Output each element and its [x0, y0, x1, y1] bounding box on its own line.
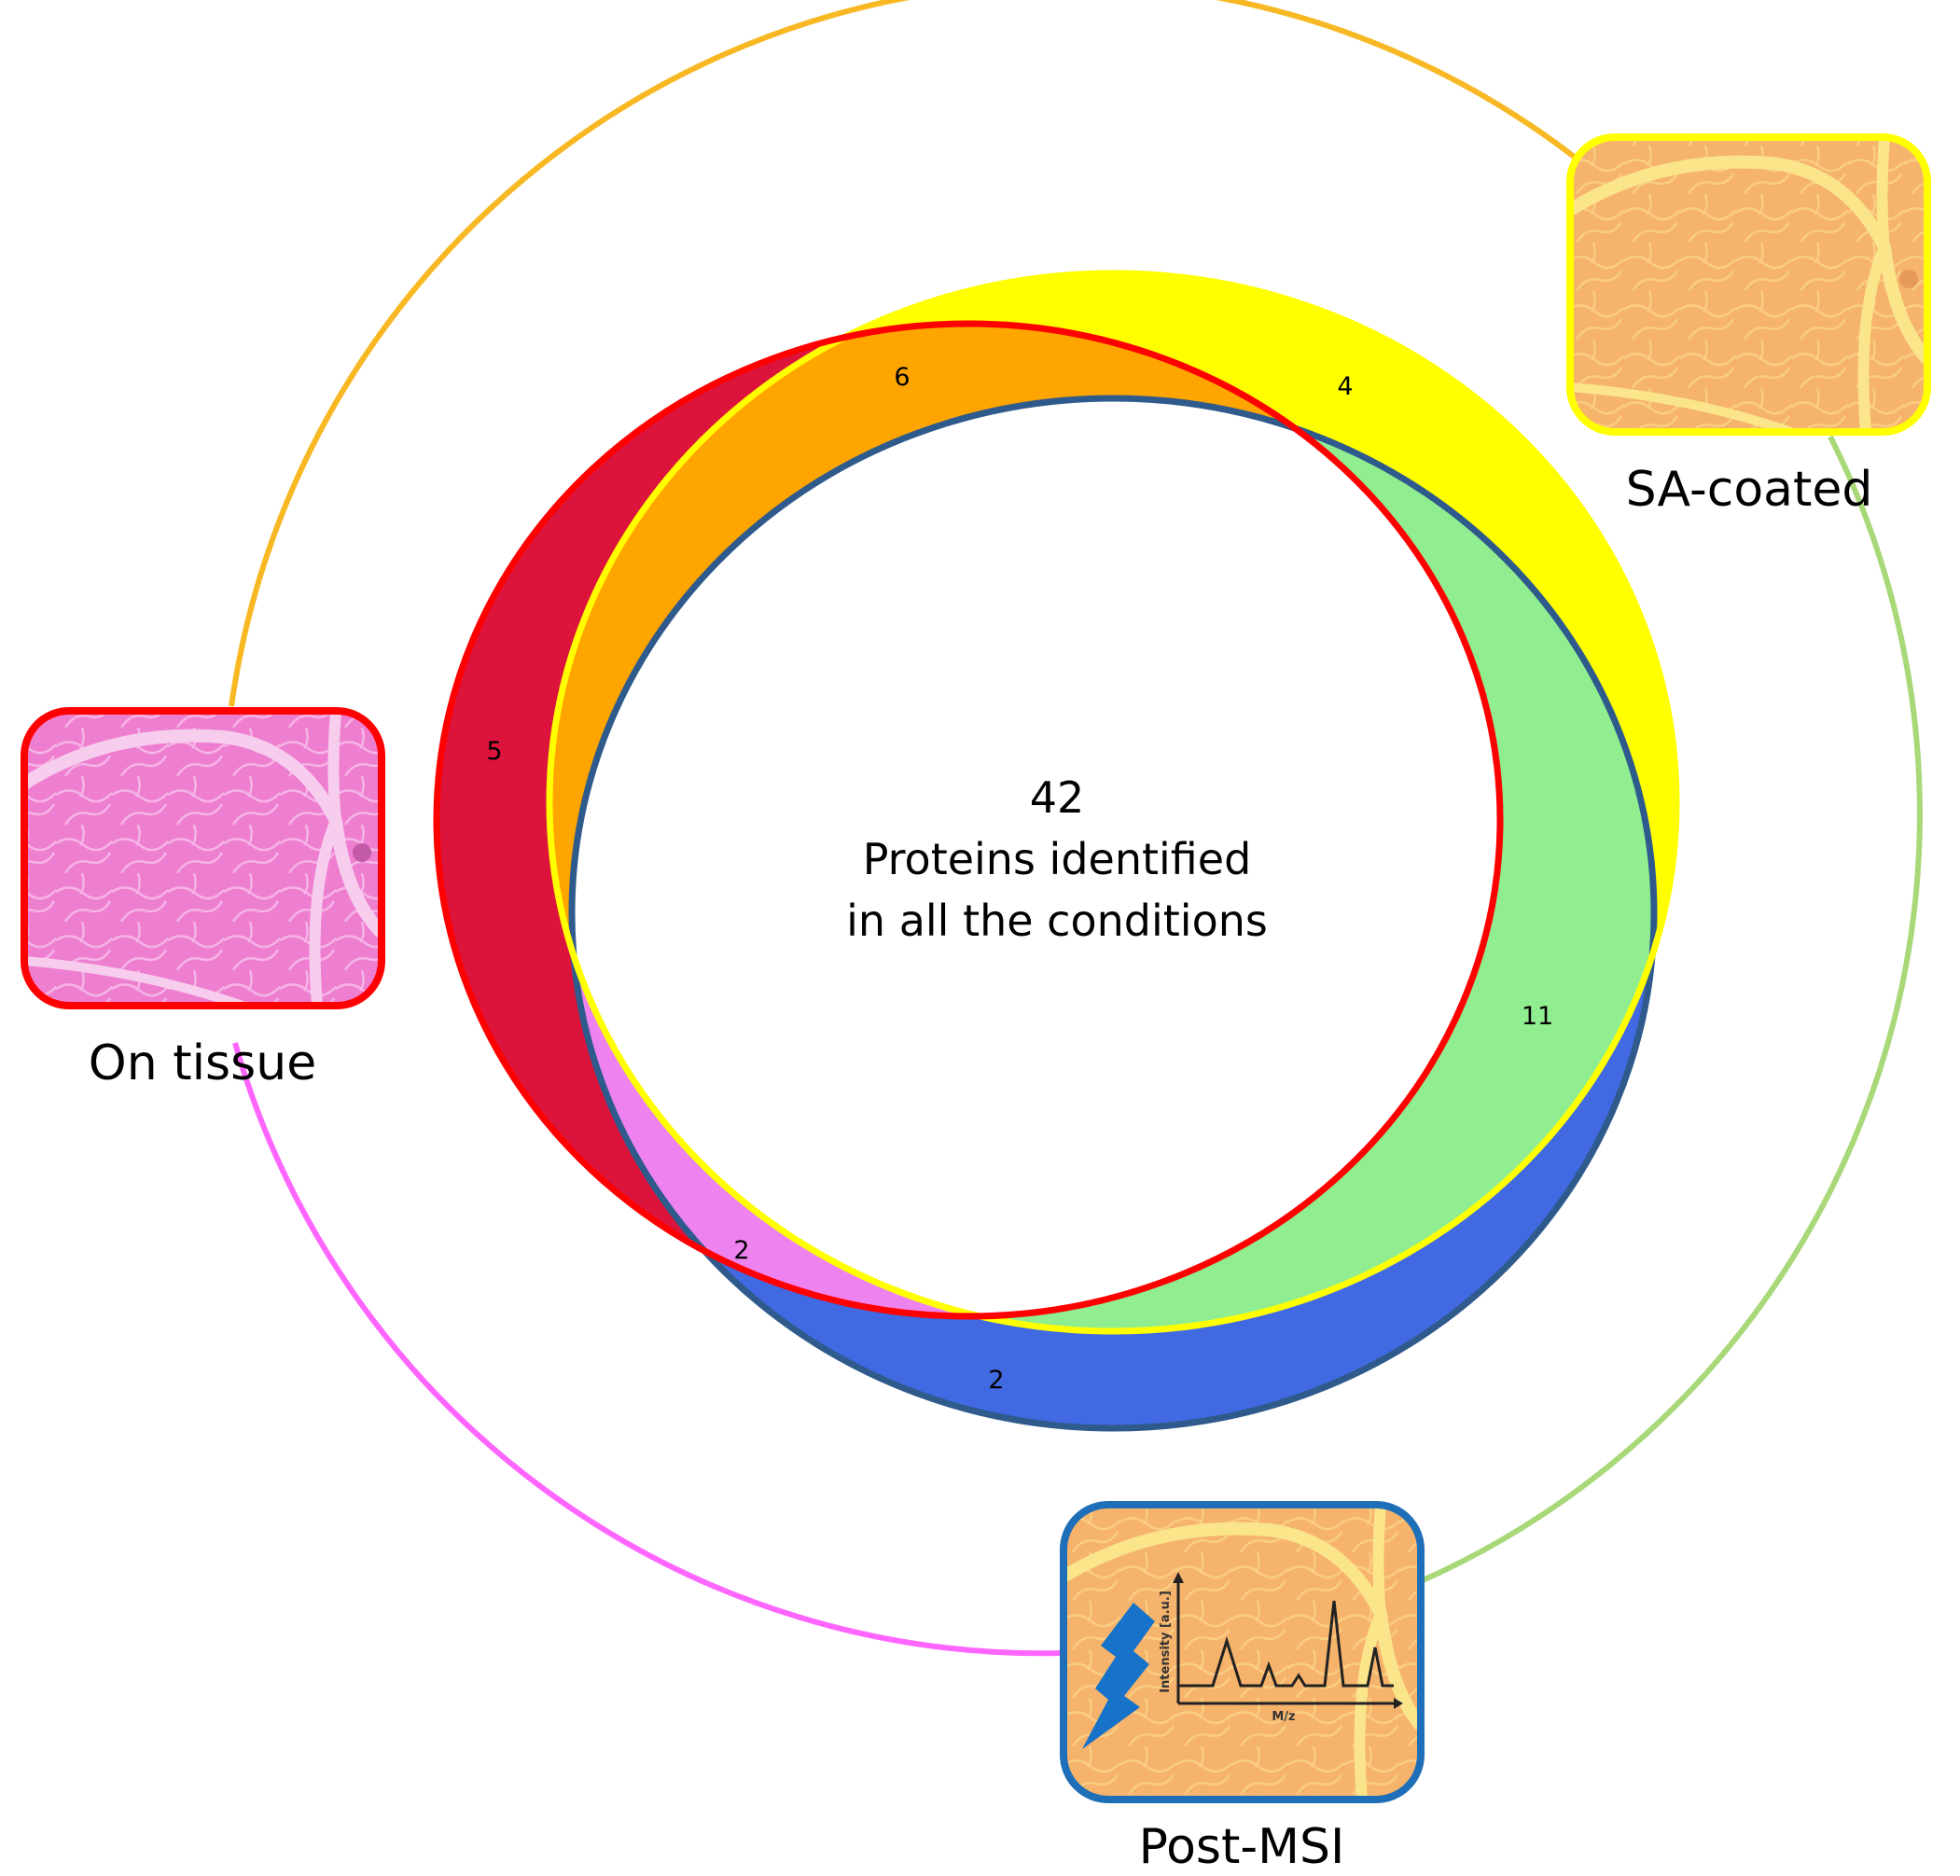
count-sa-coated-only: 4 [1337, 372, 1353, 401]
arc-sa-coated-post-msi [1419, 435, 1923, 1584]
arc-on-tissue-post-msi [232, 1042, 1064, 1657]
spectrum-y-label: Intensity [a.u.] [1159, 1591, 1173, 1693]
sa-coated-label: SA-coated [1626, 462, 1873, 518]
center-count: 42 [1030, 772, 1085, 823]
count-on-tissue-sa-coated: 6 [894, 363, 910, 392]
post-msi-label: Post-MSI [1139, 1819, 1345, 1875]
count-sa-coated-post-msi: 11 [1522, 1002, 1553, 1031]
sa-coated-frame [1566, 133, 1931, 436]
on-tissue-frame [21, 707, 385, 1009]
sa-coated-outline [546, 270, 1680, 1335]
post-msi-image: Intensity [a.u.] M/z [1060, 1501, 1425, 1803]
center-label-line1: Proteins identified [863, 834, 1252, 884]
count-on-tissue-only: 5 [486, 737, 502, 766]
center-label-line2: in all the conditions [846, 896, 1268, 946]
on-tissue-label: On tissue [89, 1035, 316, 1091]
venn-regions [437, 273, 1676, 1428]
post-msi-frame [1060, 1501, 1425, 1803]
sa-coated-image [1566, 133, 1931, 436]
on-tissue-outline [433, 320, 1504, 1320]
post-msi-outline [568, 395, 1658, 1432]
count-on-tissue-post-msi: 2 [733, 1236, 749, 1265]
spectrum-trace [1178, 1600, 1394, 1688]
laser-bolt-icon [1082, 1603, 1155, 1749]
spectrum-plot: Intensity [a.u.] M/z [1159, 1572, 1403, 1724]
on-tissue-image [21, 707, 385, 1009]
arc-on-tissue-sa-coated [229, 0, 1578, 707]
spectrum-x-label: M/z [1272, 1710, 1295, 1724]
count-post-msi-only: 2 [988, 1366, 1004, 1395]
